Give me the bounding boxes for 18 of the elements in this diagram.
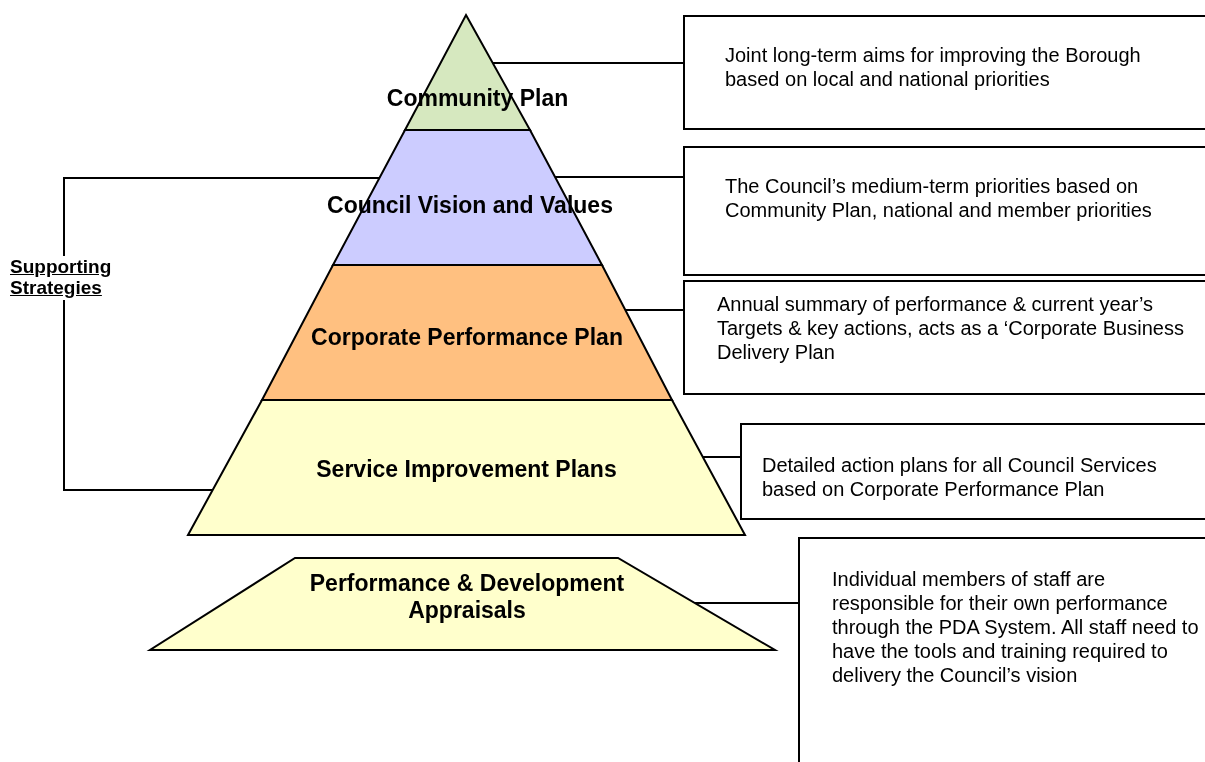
- description-box: [798, 537, 1205, 762]
- description-text: Individual members of staff are responsible for their own performance through the PDA System. All staff need to have the tools and training required to delivery the Council’s vision: [832, 567, 1200, 687]
- leader-line: [624, 309, 684, 311]
- description-box: [683, 15, 1205, 130]
- bracket-line: [63, 299, 214, 491]
- leader-line: [554, 176, 684, 178]
- leader-line: [701, 456, 741, 458]
- description-text: Annual summary of performance & current year’s Targets & key actions, acts as a ‘Corporate Business Delivery Plan: [717, 292, 1185, 364]
- description-box: [740, 423, 1205, 520]
- description-box: [683, 280, 1205, 395]
- description-text: Joint long-term aims for improving the Borough based on local and national priorities: [725, 43, 1142, 91]
- description-text: The Council’s medium-term priorities based on Community Plan, national and member priorities: [725, 174, 1153, 222]
- tier-label: Performance & Development Appraisals: [308, 570, 626, 624]
- description-text: Detailed action plans for all Council Services based on Corporate Performance Plan: [762, 453, 1158, 501]
- tier-label: Service Improvement Plans: [315, 456, 618, 483]
- tier-label: Corporate Performance Plan: [310, 324, 624, 351]
- description-box: [683, 146, 1205, 276]
- side-heading: Supporting Strategies: [10, 256, 130, 298]
